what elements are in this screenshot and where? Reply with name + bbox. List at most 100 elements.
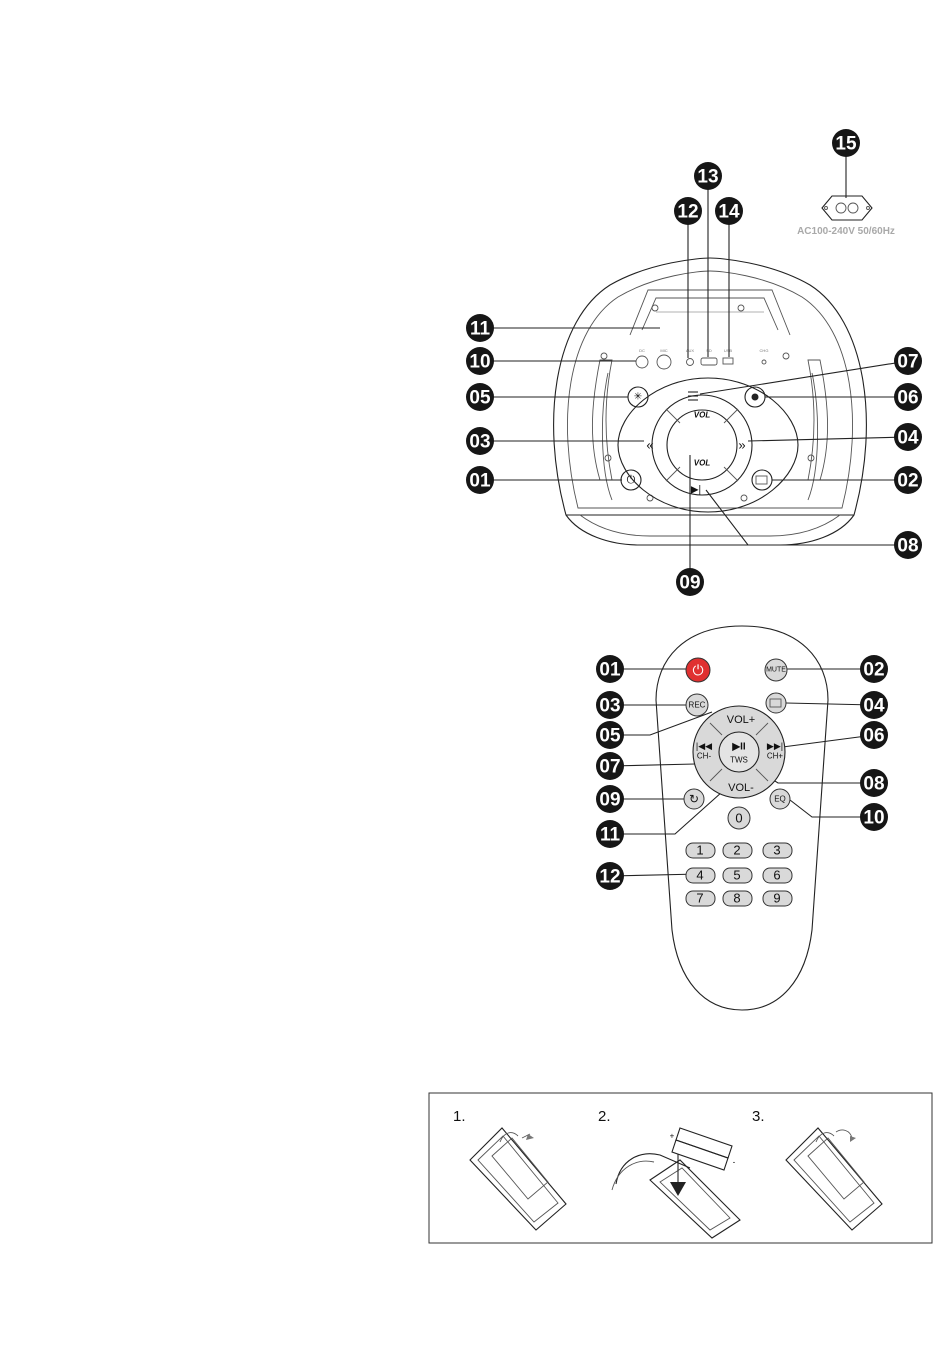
digit-button-4[interactable]: 4 — [686, 868, 715, 884]
svg-text:9: 9 — [773, 891, 780, 906]
svg-text:11: 11 — [470, 319, 491, 340]
svg-text:08: 08 — [897, 536, 918, 557]
svg-text:12: 12 — [599, 867, 620, 888]
svg-text:3: 3 — [773, 843, 780, 858]
vol-down-button[interactable]: VOL- — [728, 782, 754, 794]
callout-01: 01 — [466, 466, 494, 494]
remote-callout-10: 10 — [860, 803, 888, 831]
rec-button[interactable]: REC — [686, 694, 708, 716]
callout-02: 02 — [894, 466, 922, 494]
svg-text:8: 8 — [733, 891, 740, 906]
prev-track-icon[interactable]: « — [646, 438, 653, 453]
play-pause-icon[interactable]: ▶| — [691, 485, 701, 496]
svg-text:✳: ✳ — [634, 392, 642, 403]
power-rating: AC100-240V 50/60Hz — [797, 226, 895, 237]
step-1-label: 1. — [453, 1108, 466, 1125]
svg-text:10: 10 — [863, 808, 884, 829]
svg-text:01: 01 — [599, 660, 621, 681]
remote-callout-11: 11 — [596, 820, 624, 848]
callout-03: 03 — [466, 427, 494, 455]
vol-up-button[interactable]: VOL+ — [727, 714, 755, 726]
step-2-battery-insert-icon: + - — [612, 1128, 740, 1238]
svg-text:CHG: CHG — [760, 348, 769, 353]
digit-button-1[interactable]: 1 — [686, 843, 715, 859]
svg-text:USB: USB — [724, 348, 733, 353]
remote-callout-08: 08 — [860, 769, 888, 797]
svg-text:+: + — [670, 1132, 675, 1141]
digit-button-5[interactable]: 5 — [723, 868, 752, 884]
svg-text:10: 10 — [469, 352, 490, 373]
svg-text:13: 13 — [697, 167, 718, 188]
svg-text:04: 04 — [897, 428, 919, 449]
prev-label: CH- — [697, 752, 712, 761]
callout-10: 10 — [466, 347, 494, 375]
vol-label-bottom: VOL — [694, 459, 711, 468]
record-button[interactable] — [745, 387, 765, 407]
svg-text:06: 06 — [897, 388, 918, 409]
digit-button-0[interactable]: 0 — [728, 807, 750, 829]
callout-13: 13 — [694, 162, 722, 190]
svg-text:0: 0 — [735, 811, 742, 826]
remote-callout-01: 01 — [596, 655, 624, 683]
rear-ports: DC MIC AUX SD USB CHG — [636, 348, 768, 369]
callout-06: 06 — [894, 383, 922, 411]
remote-power-button[interactable]: ⏻ — [686, 658, 710, 682]
callout-14: 14 — [715, 197, 743, 225]
svg-text:5: 5 — [733, 868, 740, 883]
next-track-icon[interactable]: » — [738, 438, 745, 453]
speaker-panel-diagram: DC MIC AUX SD USB CHG VOL VOL « » ▶| ✳ — [466, 129, 922, 596]
next-icon[interactable]: ▶▶| — [767, 741, 783, 751]
ac-inlet: AC100-240V 50/60Hz — [797, 196, 895, 237]
digit-button-3[interactable]: 3 — [763, 843, 792, 859]
input-source-button[interactable] — [766, 693, 786, 713]
menu-icon[interactable] — [688, 392, 698, 400]
svg-text:↻: ↻ — [689, 792, 699, 806]
remote-callout-02: 02 — [860, 655, 888, 683]
svg-text:SD: SD — [706, 348, 712, 353]
prev-icon[interactable]: |◀◀ — [696, 741, 712, 751]
svg-text:06: 06 — [863, 726, 884, 747]
svg-text:AUX: AUX — [686, 348, 695, 353]
input-button[interactable] — [752, 470, 772, 490]
play-pause-icon-remote[interactable]: ▶II — [731, 742, 745, 753]
digit-button-7[interactable]: 7 — [686, 891, 715, 907]
remote-callout-12: 12 — [596, 862, 624, 890]
svg-text:1: 1 — [696, 843, 703, 858]
remote-callout-06: 06 — [860, 721, 888, 749]
digit-button-9[interactable]: 9 — [763, 891, 792, 907]
step-1-remote-back-icon — [470, 1128, 566, 1230]
callout-08: 08 — [894, 531, 922, 559]
svg-text:02: 02 — [897, 471, 918, 492]
remote-callout-03: 03 — [596, 691, 624, 719]
battery-install-panel: 1. 2. 3. + - — [429, 1093, 932, 1243]
power-button[interactable]: ⏻ — [621, 470, 641, 490]
svg-text:EQ: EQ — [774, 795, 786, 804]
svg-text:REC: REC — [689, 701, 706, 710]
svg-text:09: 09 — [599, 790, 620, 811]
svg-text:2: 2 — [733, 843, 740, 858]
svg-text:07: 07 — [599, 757, 620, 778]
tws-label: TWS — [730, 756, 748, 765]
eq-button[interactable]: EQ — [770, 789, 790, 809]
callout-11: 11 — [466, 314, 494, 342]
svg-text:01: 01 — [469, 471, 491, 492]
svg-text:07: 07 — [897, 352, 918, 373]
svg-text:09: 09 — [679, 573, 700, 594]
step-3-label: 3. — [752, 1108, 765, 1125]
remote-control-diagram: ⏻ MUTE REC VOL+ VOL- |◀◀ CH- ▶▶| CH+ ▶II — [596, 626, 888, 1010]
digit-button-2[interactable]: 2 — [723, 843, 752, 859]
svg-text:⏻: ⏻ — [692, 662, 703, 678]
digit-button-8[interactable]: 8 — [723, 891, 752, 907]
callout-09: 09 — [676, 568, 704, 596]
repeat-button[interactable]: ↻ — [684, 789, 704, 809]
svg-text:12: 12 — [677, 202, 698, 223]
svg-text:15: 15 — [835, 134, 857, 155]
remote-callout-09: 09 — [596, 785, 624, 813]
step-2-label: 2. — [598, 1108, 611, 1125]
svg-text:14: 14 — [718, 202, 740, 223]
svg-text:4: 4 — [696, 868, 703, 883]
mute-button[interactable]: MUTE — [765, 659, 787, 681]
digit-button-6[interactable]: 6 — [763, 868, 792, 884]
vol-label-top: VOL — [694, 411, 711, 420]
